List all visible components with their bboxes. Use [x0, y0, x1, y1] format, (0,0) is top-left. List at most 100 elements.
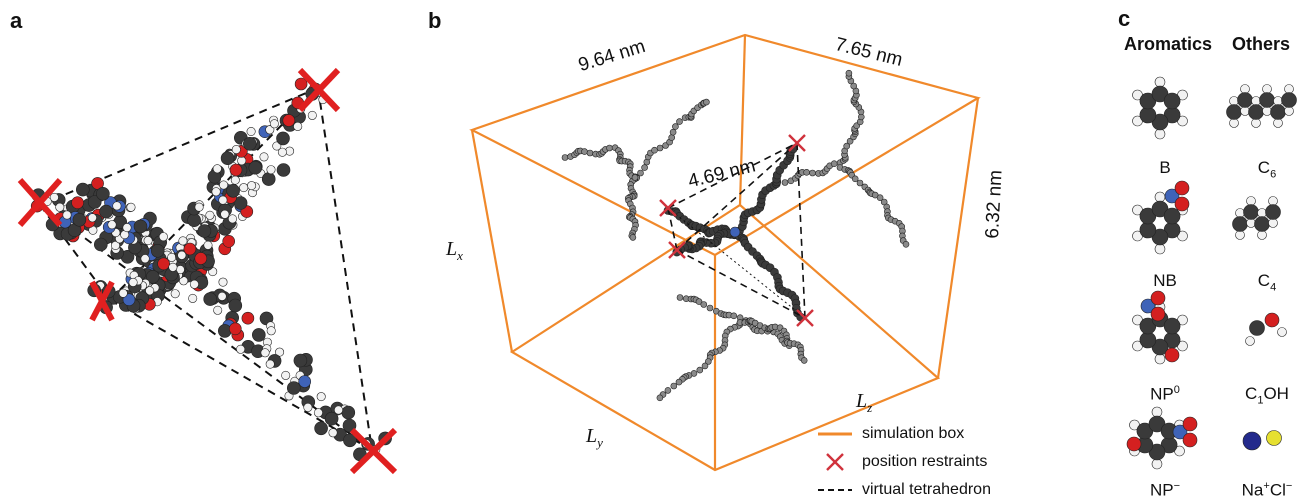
legend-dashed-line — [818, 489, 852, 491]
hydrogen-atom — [145, 286, 155, 296]
panel-c-molecules — [1126, 76, 1297, 470]
carbon-atom — [218, 324, 232, 338]
image-chain-bead — [730, 312, 738, 320]
hydrogen-atom — [265, 125, 275, 135]
carbon-atom — [197, 224, 212, 238]
hydrogen-atom — [1154, 243, 1166, 255]
hydrogen-atom — [1273, 118, 1283, 128]
oxygen-atom — [1150, 306, 1166, 322]
dimension-label-vertical: 6.32 nm — [982, 169, 1007, 240]
hydrogen-atom — [281, 370, 291, 380]
hydrogen-atom — [236, 344, 246, 354]
oxygen-atom — [157, 257, 170, 271]
tetrahedron-edges-b — [667, 142, 806, 319]
hydrogen-atom — [265, 359, 275, 369]
hexane-carbon — [1237, 92, 1253, 108]
hydrogen-atom — [1154, 76, 1166, 88]
molecule-label-np0: NP0 — [1150, 384, 1180, 404]
hydrogen-atom — [246, 127, 256, 137]
hydrogen-atom — [1262, 84, 1272, 94]
hydrogen-atom — [1235, 230, 1245, 240]
oxygen-atom — [282, 114, 296, 127]
image-chain-bead — [781, 179, 789, 186]
hydrogen-atom — [1151, 458, 1163, 470]
hydrogen-atom — [293, 121, 303, 131]
hydrogen-atom — [218, 195, 228, 205]
image-chain-bead — [695, 298, 703, 305]
oxygen-atom — [294, 77, 308, 91]
carbon-atom — [228, 298, 243, 313]
carbon-atom — [150, 244, 165, 258]
oxygen-atom — [241, 311, 255, 325]
hydrogen-atom — [168, 262, 178, 272]
image-chain-bead — [706, 304, 714, 312]
hydrogen-atom — [1251, 96, 1261, 106]
carbon-atom — [314, 421, 328, 436]
hydrogen-atom — [220, 209, 230, 219]
hydrogen-atom — [158, 232, 168, 242]
restraint-crosses-b — [659, 134, 814, 327]
oxygen-atom — [1164, 347, 1180, 363]
image-chain-bead — [668, 134, 675, 141]
legend-item-position-restraints: position restraints — [818, 453, 987, 471]
hydrogen-atom — [118, 288, 128, 298]
image-chain-bead — [902, 241, 910, 248]
nitrophenol-carbon — [1139, 331, 1157, 349]
image-chain-bead — [843, 142, 851, 150]
carbon-atom — [343, 433, 357, 448]
hydrogen-atom — [194, 202, 204, 212]
panel-letter-a: a — [10, 8, 23, 33]
hydrogen-atom — [1262, 106, 1272, 116]
hydrogen-atom — [272, 141, 282, 151]
methanol-carbon — [1249, 320, 1265, 336]
nitrogen-atom — [298, 375, 312, 388]
image-chain-bead — [676, 118, 683, 125]
hydrogen-atom — [1151, 406, 1163, 418]
carbon-atom — [341, 405, 356, 420]
hydrogen-atom — [1251, 118, 1261, 128]
hydrogen-atom — [177, 250, 187, 260]
hydrogen-atom — [1154, 353, 1166, 365]
carbon-atom — [76, 182, 90, 197]
hydrogen-atom — [1240, 106, 1250, 116]
carbon-atom — [324, 411, 339, 426]
carbon-atom — [286, 381, 301, 395]
oxygen-atom — [183, 242, 197, 256]
hydrogen-atom — [87, 213, 97, 223]
oxygen-atom — [229, 322, 242, 336]
image-chain-bead — [803, 169, 810, 176]
axis-label-ly: Ly — [586, 425, 603, 450]
image-chain-bead — [664, 387, 672, 394]
hydrogen-atom — [112, 201, 122, 211]
image-chain-bead — [637, 169, 644, 177]
sodium-ion — [1242, 431, 1262, 451]
image-chain-bead — [676, 294, 684, 301]
carbon-atom — [261, 172, 276, 186]
oxygen-atom — [229, 163, 243, 177]
column-header-others: Others — [1232, 34, 1291, 54]
carbon-atom — [220, 151, 235, 165]
hydrogen-atom — [231, 145, 241, 155]
image-chain-bead — [629, 234, 637, 241]
butane-carbon — [1232, 216, 1248, 232]
hydrogen-atom — [217, 291, 227, 301]
hydrogen-atom — [218, 277, 228, 287]
hydrogen-atom — [316, 392, 326, 402]
carbon-atom — [248, 160, 263, 175]
carbon-atom — [342, 418, 357, 433]
molecule-label-np-minus: NP− — [1149, 480, 1181, 500]
hydrogen-atom — [212, 164, 222, 174]
polymer-chains — [561, 69, 910, 402]
restraint-crosses-a — [17, 67, 398, 475]
carbon-atom — [243, 137, 257, 151]
hydrogen-atom — [313, 408, 323, 418]
hydrogen-atom — [277, 147, 287, 157]
hydrogen-atom — [128, 277, 138, 287]
hexane-carbon — [1226, 104, 1242, 120]
hydrogen-atom — [55, 202, 65, 212]
hydrogen-atom — [269, 119, 279, 129]
butane-carbon — [1254, 216, 1270, 232]
carbon-atom — [72, 213, 87, 227]
carbon-atom — [94, 237, 108, 252]
hydrogen-atom — [1240, 84, 1250, 94]
